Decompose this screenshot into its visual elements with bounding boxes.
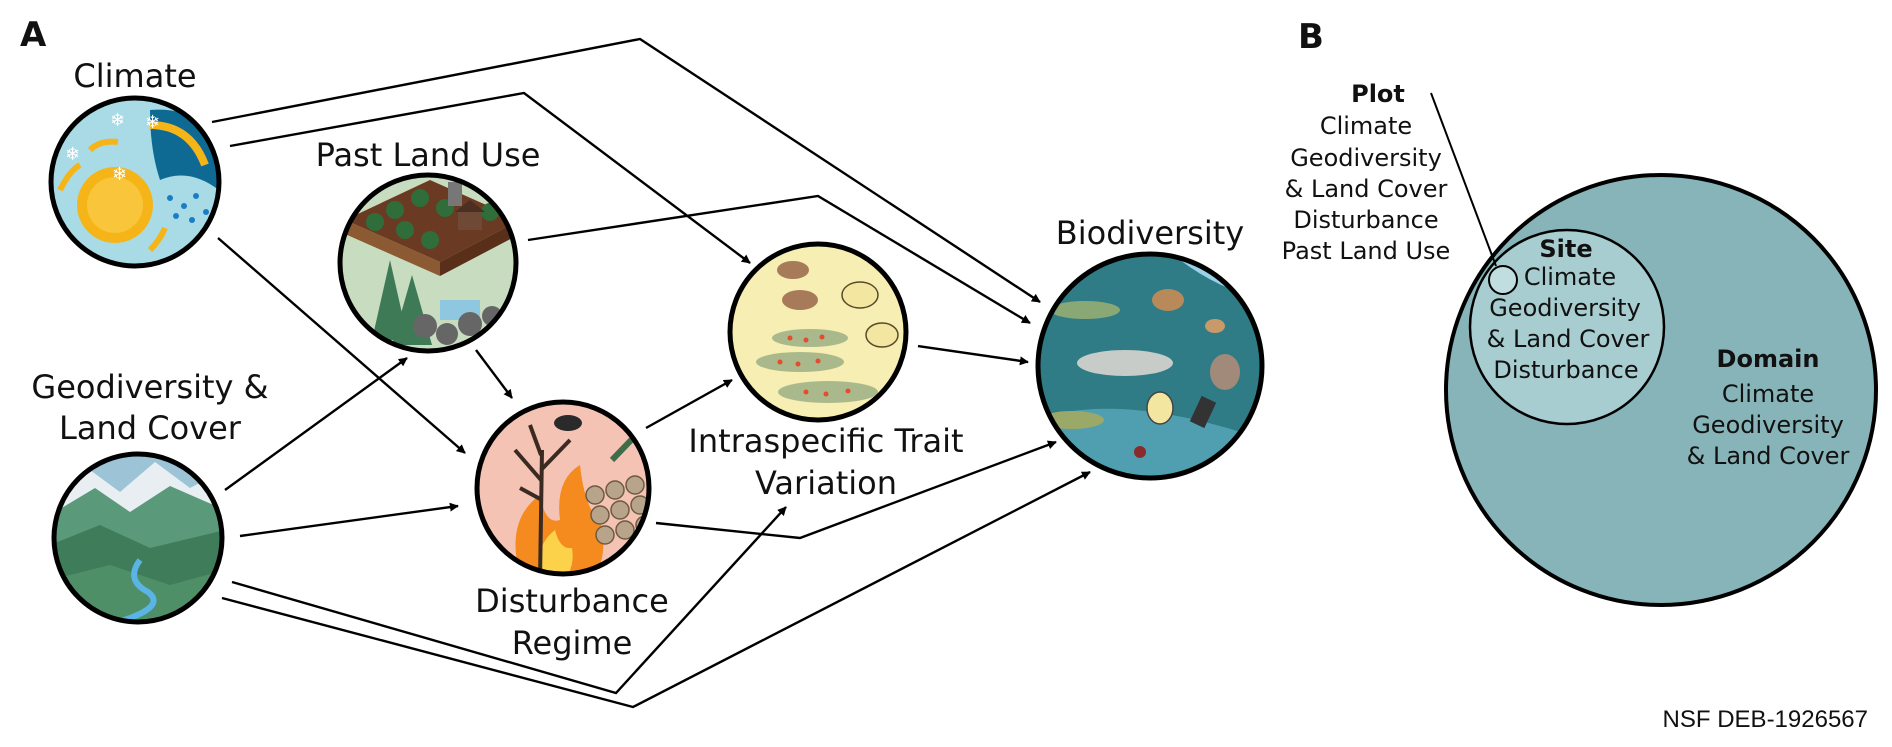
- plot-item: Climate: [1320, 112, 1412, 140]
- arrow-trait-biodiversity: [917, 344, 1029, 366]
- biodiversity-label: Biodiversity: [1056, 214, 1244, 252]
- geodiversity-label-line1: Geodiversity &: [31, 368, 268, 406]
- scale-nesting: [1430, 92, 1878, 607]
- plot-leader-line: [1430, 92, 1497, 267]
- site-item: Climate: [1524, 263, 1616, 291]
- domain-item: Climate: [1722, 380, 1814, 408]
- arrow-disturbance-trait: [645, 378, 733, 430]
- arrow-climate-trait: [229, 91, 751, 264]
- biodiversity-node: [1035, 251, 1265, 481]
- disturbance-label-line1: Disturbance: [475, 582, 669, 620]
- svg-text:❄: ❄: [65, 144, 80, 165]
- arrow-pastlanduse-disturbance: [475, 349, 513, 399]
- climate-label: Climate: [73, 57, 196, 95]
- site-item: Disturbance: [1493, 356, 1638, 384]
- svg-text:❄: ❄: [110, 110, 125, 131]
- site-title: Site: [1539, 235, 1592, 263]
- domain-title: Domain: [1717, 345, 1820, 373]
- arrow-climate-biodiversity: [211, 37, 1041, 304]
- plot-circle: [1488, 265, 1518, 295]
- site-item: & Land Cover: [1487, 325, 1650, 353]
- domain-item: & Land Cover: [1687, 442, 1850, 470]
- arrow-pastlanduse-biodiversity: [527, 194, 1031, 325]
- past-land-use-label: Past Land Use: [316, 136, 541, 174]
- plot-item: Geodiversity: [1290, 144, 1442, 172]
- causal-arrows: [211, 37, 1091, 709]
- svg-text:❄: ❄: [112, 164, 127, 185]
- panel-a-letter: A: [20, 15, 47, 55]
- trait-node: [727, 241, 909, 423]
- domain-item: Geodiversity: [1692, 411, 1844, 439]
- site-item: Geodiversity: [1489, 294, 1641, 322]
- arrow-geodiversity-trait: [231, 506, 787, 695]
- trait-label-line1: Intraspecific Trait: [688, 422, 963, 460]
- plot-title: Plot: [1351, 80, 1405, 108]
- grant-credit: NSF DEB-1926567: [1663, 706, 1868, 733]
- arrow-geodiversity-pastlanduse: [224, 357, 408, 491]
- climate-node: ❄ ❄ ❄ ❄: [48, 95, 222, 269]
- past-land-use-node: [337, 172, 519, 354]
- svg-text:❄: ❄: [145, 112, 160, 133]
- arrow-geodiversity-disturbance: [239, 502, 459, 538]
- disturbance-label-line2: Regime: [512, 624, 633, 662]
- arrow-disturbance-biodiversity: [655, 440, 1057, 540]
- disturbance-node: [474, 399, 652, 577]
- trait-label-line2: Variation: [755, 464, 897, 502]
- site-circle: [1468, 228, 1666, 426]
- panel-b-letter: B: [1298, 17, 1324, 57]
- plot-item: Disturbance: [1293, 206, 1438, 234]
- plot-item: Past Land Use: [1282, 237, 1451, 265]
- plot-item: & Land Cover: [1285, 175, 1448, 203]
- arrow-geodiversity-biodiversity: [221, 470, 1091, 709]
- geodiversity-label-line2: Land Cover: [59, 409, 242, 447]
- arrow-climate-disturbance: [217, 237, 466, 454]
- geodiversity-node: [51, 451, 225, 625]
